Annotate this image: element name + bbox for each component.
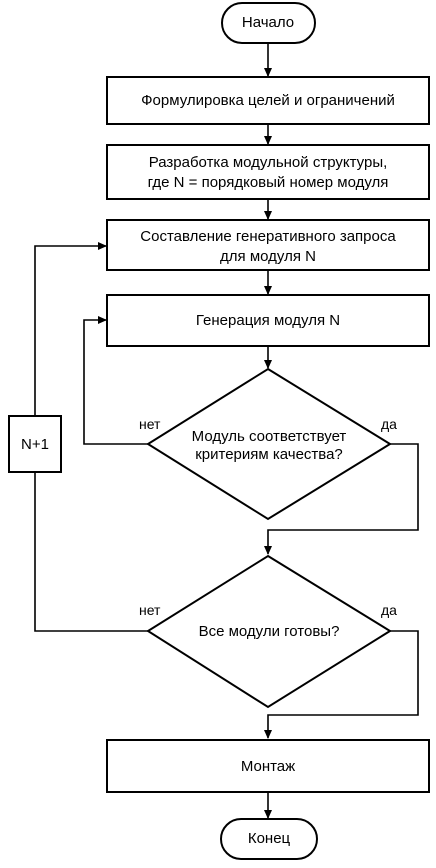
start-label: Начало <box>242 14 294 31</box>
generation-label: Генерация модуля N <box>196 312 340 329</box>
arrow-quality-yes <box>264 443 419 555</box>
quality-decision: Модуль соответствует критериям качества? <box>146 367 392 521</box>
goals-process: Формулировка целей и ограничений <box>106 76 430 125</box>
modules-no-label: нет <box>139 602 161 618</box>
structure-label-line1: Разработка модульной структуры, <box>149 154 388 171</box>
line-modules-no-to-counter <box>34 472 148 632</box>
end-label: Конец <box>248 830 291 847</box>
quality-no-label: нет <box>139 416 161 432</box>
quality-label-line1: Модуль соответствует <box>192 428 347 445</box>
assembly-label: Монтаж <box>241 758 295 775</box>
start-terminal: Начало <box>221 2 316 44</box>
structure-process: Разработка модульной структуры, где N = … <box>106 144 430 200</box>
assembly-process: Монтаж <box>106 739 430 793</box>
arrow-counter-to-request <box>34 242 107 416</box>
modules-ready-decision: Все модули готовы? <box>146 554 392 709</box>
request-label-line2: для модуля N <box>220 248 316 265</box>
counter-process: N+1 <box>8 415 62 473</box>
quality-label-line2: критериям качества? <box>195 446 343 463</box>
end-terminal: Конец <box>220 818 318 860</box>
structure-label-line2: где N = порядковый номер модуля <box>148 174 389 191</box>
goals-label: Формулировка целей и ограничений <box>141 92 395 109</box>
arrow-quality-no-loop <box>83 316 148 445</box>
counter-label: N+1 <box>21 436 49 453</box>
connectors <box>34 43 419 819</box>
request-label-line1: Составление генеративного запроса <box>140 228 396 245</box>
modules-yes-label: да <box>381 602 397 618</box>
arrow-modules-yes <box>264 630 419 739</box>
modules-ready-label: Все модули готовы? <box>199 623 340 640</box>
generation-process: Генерация модуля N <box>106 294 430 347</box>
quality-yes-label: да <box>381 416 397 432</box>
request-process: Составление генеративного запроса для мо… <box>106 219 430 271</box>
